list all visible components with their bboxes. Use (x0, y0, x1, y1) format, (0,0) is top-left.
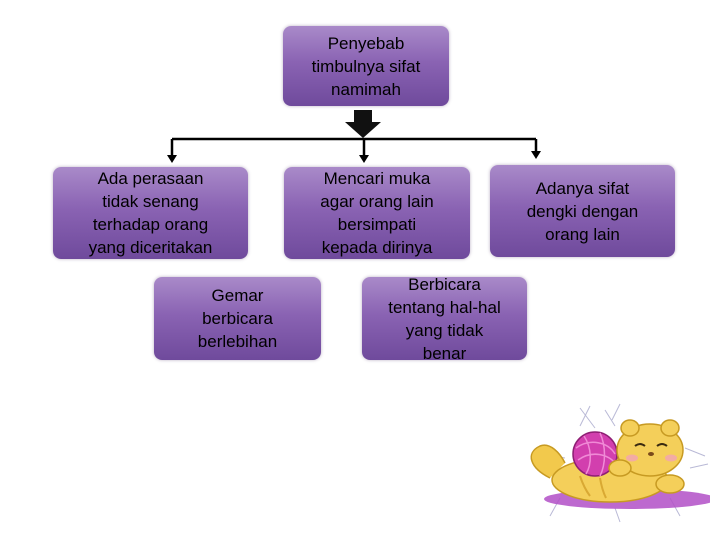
cause-node-1-label: Ada perasaan tidak senang terhadap orang… (89, 167, 213, 259)
cause-node-1: Ada perasaan tidak senang terhadap orang… (53, 167, 248, 259)
cause-node-2-label: Mencari muka agar orang lain bersimpati … (320, 167, 433, 259)
cause-node-4-label: Gemar berbicara berlebihan (198, 284, 277, 353)
down-block-arrow-icon (345, 110, 381, 138)
cause-node-4: Gemar berbicara berlebihan (154, 277, 321, 360)
root-node: Penyebab timbulnya sifat namimah (283, 26, 449, 106)
root-node-label: Penyebab timbulnya sifat namimah (312, 32, 421, 101)
cause-node-5: Berbicara tentang hal-hal yang tidak ben… (362, 277, 527, 360)
cause-node-5-label: Berbicara tentang hal-hal yang tidak ben… (388, 273, 500, 365)
cause-node-3: Adanya sifat dengki dengan orang lain (490, 165, 675, 257)
cause-node-3-label: Adanya sifat dengki dengan orang lain (527, 177, 639, 246)
cat-with-yarn-icon (520, 398, 710, 523)
cause-node-2: Mencari muka agar orang lain bersimpati … (284, 167, 470, 259)
